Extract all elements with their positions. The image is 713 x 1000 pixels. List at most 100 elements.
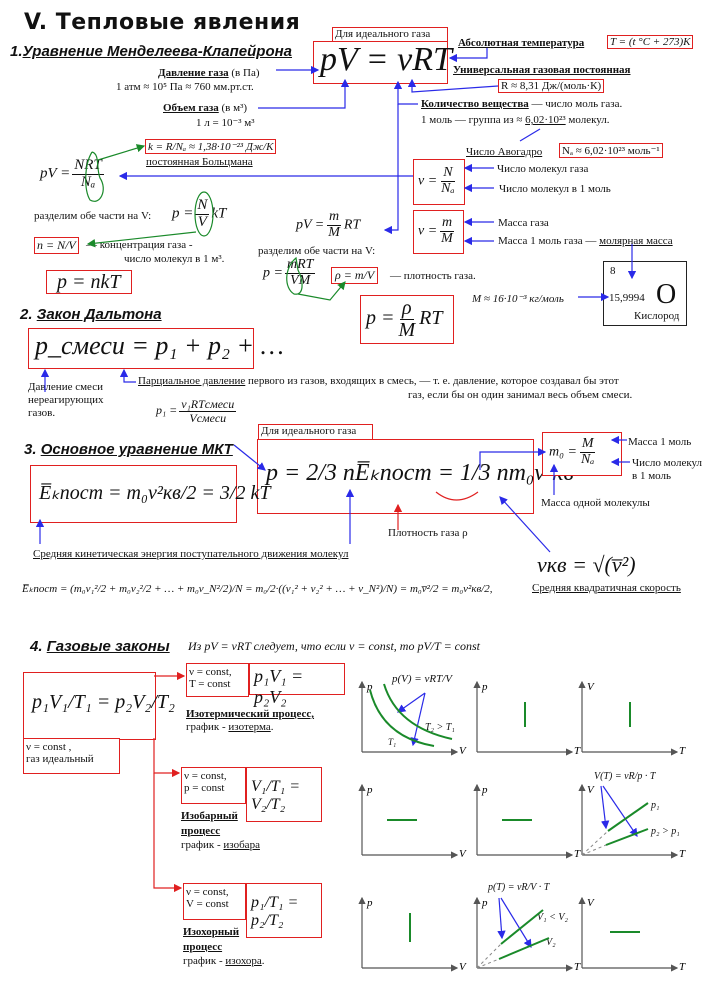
isotherm-curve-t1 xyxy=(369,689,435,747)
gas-laws-intro: Из pV = νRT следует, что если ν = const,… xyxy=(188,639,481,653)
element-number: 8 xyxy=(610,265,616,277)
isochoric-graph-label: график - изохора. xyxy=(183,955,265,967)
y-axis-label: p xyxy=(481,681,488,693)
m0-label-3: в 1 моль xyxy=(632,470,672,482)
isothermal-graph-label: график - изотерма. xyxy=(186,721,274,733)
nu-n-label-2: Число молекул в 1 моль xyxy=(499,183,611,195)
combined-law-formula: p₁V₁/T₁ = p₂V₂/T₂ xyxy=(32,691,176,713)
main-formula-box: pV = νRT xyxy=(313,41,452,84)
arrow xyxy=(119,368,136,383)
page-title: V. Тепловые явления xyxy=(24,10,301,35)
y-axis-label: V xyxy=(587,784,595,796)
isochore-label-v2: V₂ xyxy=(546,937,556,948)
ek-desc: Средняя кинетическая энергия поступатель… xyxy=(33,548,349,560)
isochoric-formula: p₁/T₁ = p₂/T₂ xyxy=(246,883,322,938)
isobaric-graph-label: график - изобара xyxy=(181,839,260,851)
concentration-formula: n = N/V xyxy=(34,237,79,254)
isochore-extrapolation xyxy=(476,958,500,969)
isochoric-name-1: Изохорный xyxy=(183,926,240,938)
arrow xyxy=(448,48,488,63)
element-symbol: O xyxy=(656,279,677,310)
mole-note: 1 моль — группа из ≈ 6,02·10²³ молекул. xyxy=(421,114,610,126)
isobar-extrapolation xyxy=(581,844,607,856)
x-axis-label: T xyxy=(574,848,581,860)
x-axis-label: T xyxy=(679,745,686,757)
partial-pressure-desc-2: газ, если бы он один занимал весь объем … xyxy=(408,389,633,401)
ideal-gas-label-box-2: Для идеального газа xyxy=(258,424,373,440)
arrow xyxy=(153,773,183,893)
element-mass: 15,9994 xyxy=(609,292,645,304)
nu-m-label-2: Масса 1 моль газа — молярная масса xyxy=(498,235,673,247)
y-axis-label: p xyxy=(366,681,373,693)
isotherm-label-t2: T₂ > T₁ xyxy=(425,722,455,733)
divide-text: разделим обе части на V: xyxy=(34,210,152,222)
arrow xyxy=(519,128,541,142)
gas-constant-formula: R ≈ 8,31 Дж/(моль·К) xyxy=(498,79,605,93)
x-axis-label: V xyxy=(459,961,467,973)
arrow xyxy=(497,897,506,940)
ideal-gas-label: Для идеального газа xyxy=(335,28,431,40)
vkv-desc: Средняя квадратичная скорость xyxy=(532,582,681,594)
isobaric-name-2: процесс xyxy=(181,825,221,837)
divide-text-2: разделим обе части на V: xyxy=(258,245,376,257)
x-axis-label: T xyxy=(679,848,686,860)
gas-constant-label: Универсальная газовая постоянная xyxy=(453,64,631,76)
m0-label-1: Масса 1 моль xyxy=(628,436,692,448)
mix-pressure-label: Давление смеси нереагирующих газов. xyxy=(28,381,104,419)
pressure-note: 1 атм ≈ 10⁵ Па ≈ 760 мм.рт.ст. xyxy=(116,81,254,93)
oxygen-element-card: 8 15,9994 O Кислород xyxy=(603,261,687,326)
arrow xyxy=(600,785,610,830)
mkt-formula: p = 2/3 nE̅ₖпост = 1/3 nm₀v²кв xyxy=(266,460,574,486)
vkv-formula: vкв = √(v̅²) xyxy=(537,552,636,577)
nu-n-label-1: Число молекул газа xyxy=(497,163,589,175)
arrow xyxy=(410,692,426,747)
isobar-line-p1 xyxy=(607,802,649,832)
ek-expansion: E̅ₖпост = (m₀v₁²/2 + m₀v₂²/2 + … + m₀v_N… xyxy=(22,583,493,595)
section-3-heading: 3. Основное уравнение МКТ xyxy=(24,441,233,458)
isothermal-name: Изотермический процесс, xyxy=(186,708,315,720)
volume-note: 1 л = 10⁻³ м³ xyxy=(196,117,255,129)
section-4-heading: 4. Газовые законы xyxy=(30,638,170,655)
isobar-label-p2: p₂ > p₁ xyxy=(651,826,680,837)
isobaric-conditions: ν = const,p = const xyxy=(181,767,246,804)
element-name: Кислород xyxy=(634,310,680,322)
x-axis-label: T xyxy=(679,961,686,973)
m0-desc: Масса одной молекулы xyxy=(541,497,650,509)
section-title: Уравнение Менделеева-Клапейрона xyxy=(22,43,293,60)
arrow xyxy=(258,78,350,109)
abs-temp-formula: T = (t °C + 273)K xyxy=(607,35,694,49)
ek-formula-box: E̅ₖпост = m₀v²кв/2 = 3/2 kT xyxy=(30,465,270,523)
isothermal-conditions: ν = const,T = const xyxy=(186,663,249,697)
isochore-formula-label: p(T) = νR/V · T xyxy=(488,882,550,893)
isobar-extrapolation xyxy=(581,830,609,856)
condition-line: газ идеальный xyxy=(26,753,94,765)
partial-pressure-desc: Парциальное давление первого из газов, в… xyxy=(138,375,619,387)
p-nkt-formula: p = nkT xyxy=(46,270,132,294)
x-axis-label: V xyxy=(459,848,467,860)
nu-m-label-1: Масса газа xyxy=(498,217,549,229)
volume-label: Объем газа (в м³) xyxy=(163,102,248,114)
isobar-label-p1: p₁ xyxy=(651,800,660,811)
section-2-heading: 2. Закон Дальтона xyxy=(20,306,162,323)
isochoric-conditions: ν = const,V = const xyxy=(183,883,246,920)
boltzmann-formula: k = R/Nₐ ≈ 1,38·10⁻²³ Дж/К xyxy=(145,139,277,154)
y-axis-label: p xyxy=(366,784,373,796)
concentration-desc-2: число молекул в 1 м³. xyxy=(124,253,225,265)
section-1-heading: 1.Уравнение Менделеева-Клапейрона xyxy=(10,43,292,60)
avogadro-label: Число Авогадро xyxy=(466,146,543,158)
arrow xyxy=(397,692,426,713)
density-formula: ρ = m/V xyxy=(331,267,379,284)
main-formula: pV = νRT xyxy=(320,41,452,78)
oxygen-molar-mass: M ≈ 16·10⁻³ кг/моль xyxy=(472,293,564,305)
